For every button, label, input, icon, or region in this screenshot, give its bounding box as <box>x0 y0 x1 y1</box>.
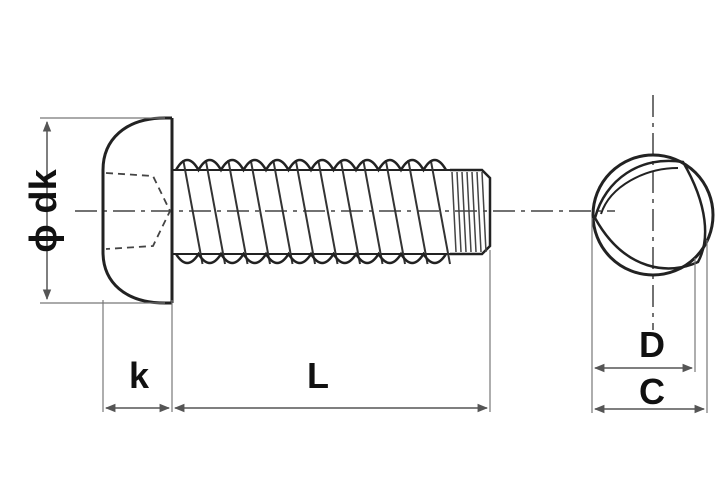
tip-hatch <box>451 171 487 253</box>
thread-flank <box>362 159 384 265</box>
dk-label: ϕ dk <box>23 168 65 252</box>
thread-flank <box>294 159 316 265</box>
C-label: C <box>639 371 665 412</box>
thread-crest-bottom <box>174 251 448 265</box>
tip-hatch-line <box>476 171 482 253</box>
thread-flank <box>407 159 429 265</box>
thread-flank <box>272 159 294 265</box>
screw-head <box>101 116 172 305</box>
thread-tip <box>450 168 492 256</box>
k-label: k <box>129 355 150 396</box>
tip-hatch-line <box>466 171 472 253</box>
D-label: D <box>639 324 665 365</box>
thread-flank <box>182 159 204 265</box>
thread-flank <box>384 159 406 265</box>
tip-hatch-line <box>456 171 462 253</box>
thread-flank <box>249 159 271 265</box>
end-view-tri-lobe <box>593 159 707 270</box>
end-view-inner-arc <box>600 167 679 215</box>
tip-hatch-line <box>461 171 467 253</box>
tip-hatch-line <box>451 171 457 253</box>
end-view-outer <box>591 153 715 277</box>
hidden-recess <box>105 172 172 250</box>
thread-flank <box>204 159 226 265</box>
L-label: L <box>307 355 329 396</box>
thread-flank <box>429 159 451 265</box>
thread-flank <box>227 159 249 265</box>
thread-flank <box>339 159 361 265</box>
thread-flank <box>317 159 339 265</box>
tip-hatch-line <box>481 171 487 253</box>
thread-crest-top <box>174 158 448 173</box>
tip-hatch-line <box>471 171 477 253</box>
thread-crests <box>174 158 451 265</box>
